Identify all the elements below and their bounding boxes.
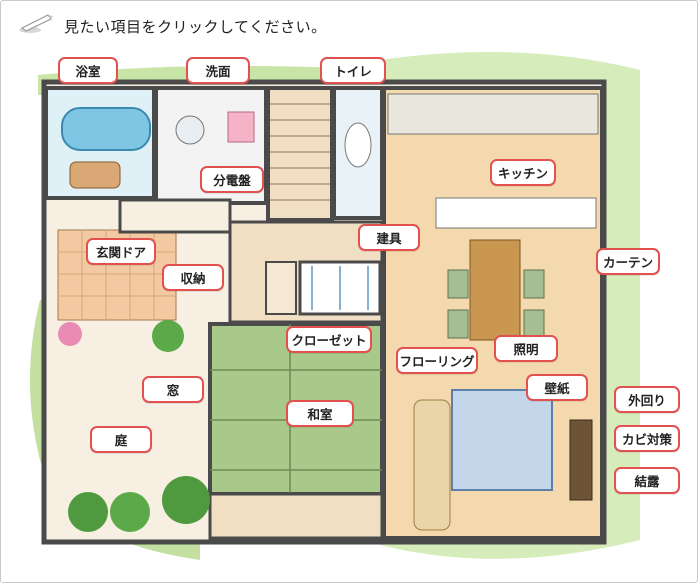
entrance-door-wall <box>118 198 232 234</box>
bathtub <box>61 107 151 151</box>
storage-cabinet <box>265 261 297 315</box>
closet-doors <box>311 266 369 310</box>
dining-table <box>469 239 521 341</box>
chair-4 <box>523 309 545 339</box>
chair-1 <box>447 269 469 299</box>
bath-button[interactable]: 浴室 <box>58 57 118 84</box>
pen-icon <box>18 13 54 39</box>
lighting-button[interactable]: 照明 <box>494 335 558 362</box>
sofa <box>413 399 451 531</box>
shrub-1 <box>68 492 108 532</box>
japanese-room-button[interactable]: 和室 <box>286 400 354 427</box>
exterior-button[interactable]: 外回り <box>614 386 680 413</box>
kitchen-counter <box>387 93 599 135</box>
stair-steps <box>270 103 330 201</box>
fittings-button[interactable]: 建具 <box>358 224 420 251</box>
shrub-3 <box>162 476 210 524</box>
condensation-button[interactable]: 結露 <box>614 467 680 494</box>
chair-2 <box>447 309 469 339</box>
instruction-row: 見たい項目をクリックしてください。 <box>18 14 327 38</box>
living-rug <box>451 389 553 491</box>
flowerbed <box>58 322 82 346</box>
closet-button[interactable]: クローゼット <box>286 326 372 353</box>
shrub-2 <box>110 492 150 532</box>
wallpaper-button[interactable]: 壁紙 <box>526 374 588 401</box>
bath-stool <box>69 161 121 189</box>
storage-button[interactable]: 収納 <box>162 264 224 291</box>
washroom-button[interactable]: 洗面 <box>186 57 250 84</box>
laundry-basket <box>227 111 255 143</box>
breaker-button[interactable]: 分電盤 <box>200 166 264 193</box>
toilet-bowl <box>344 122 372 168</box>
toilet-button[interactable]: トイレ <box>320 57 386 84</box>
chair-3 <box>523 269 545 299</box>
tv-cabinet <box>569 419 593 501</box>
tile-grid <box>58 230 176 320</box>
kitchen-island <box>435 197 597 229</box>
instruction-text: 見たい項目をクリックしてください。 <box>64 17 327 36</box>
shrub-4 <box>152 320 184 352</box>
washing-machine <box>175 115 205 145</box>
entrance-door-button[interactable]: 玄関ドア <box>86 238 156 265</box>
window-button[interactable]: 窓 <box>142 376 204 403</box>
mold-button[interactable]: カビ対策 <box>614 425 680 452</box>
curtain-button[interactable]: カーテン <box>596 248 660 275</box>
staircase <box>266 86 334 222</box>
garden-button[interactable]: 庭 <box>90 426 152 453</box>
kitchen-button[interactable]: キッチン <box>490 159 556 186</box>
flooring-button[interactable]: フローリング <box>396 347 478 374</box>
engawa-deck <box>208 492 384 540</box>
